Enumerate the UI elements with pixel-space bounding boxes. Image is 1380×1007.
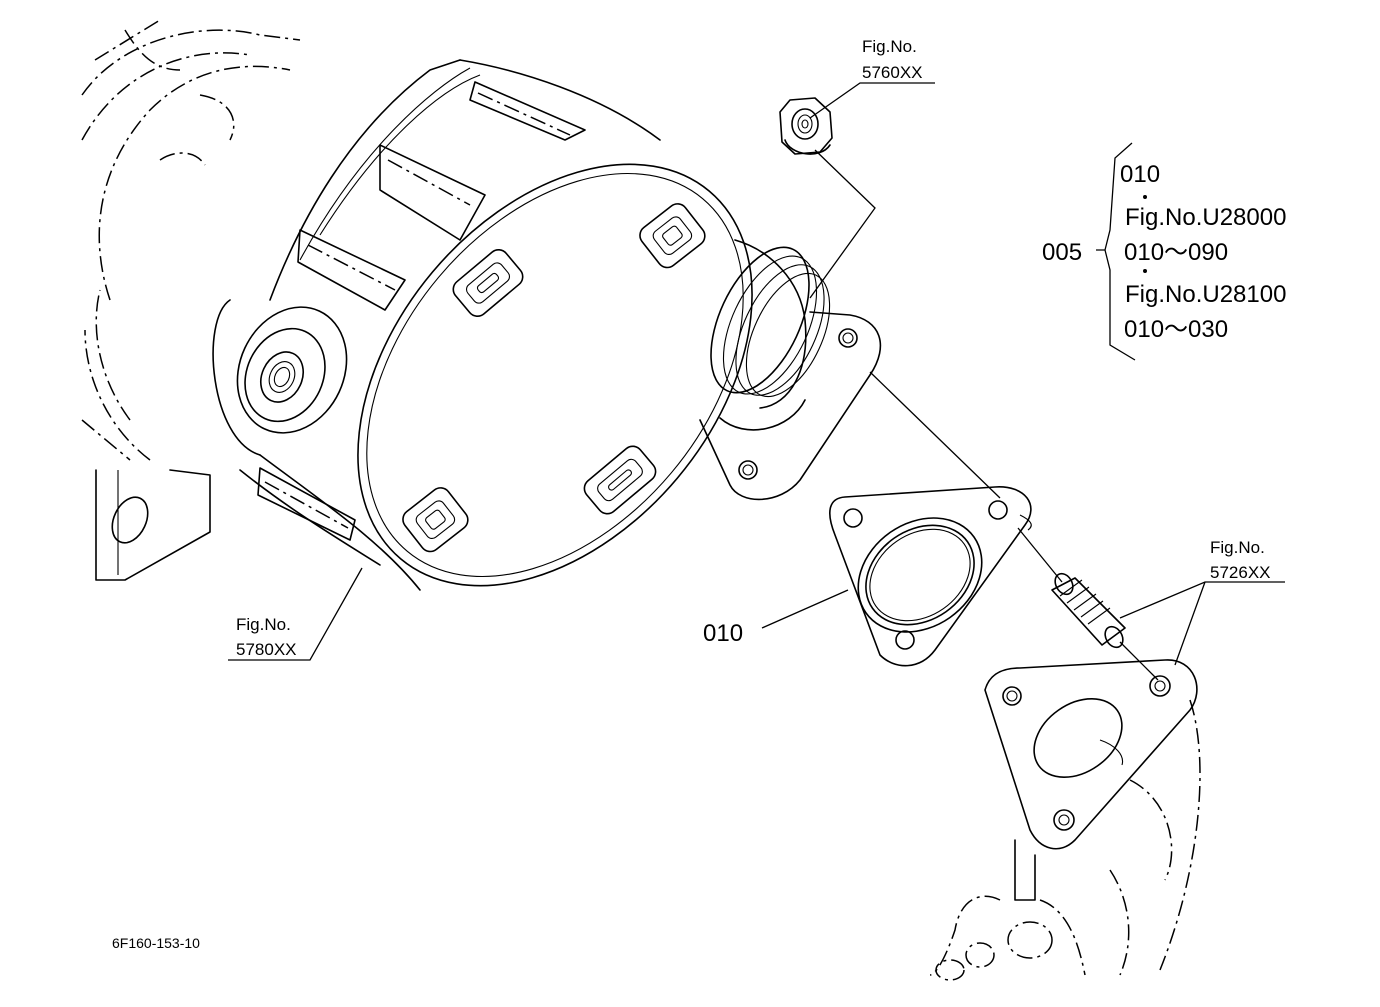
- flange-nut: [779, 97, 833, 155]
- callout-5760xx-line1: Fig.No.: [862, 37, 917, 56]
- drawing-id: 6F160-153-10: [112, 935, 200, 951]
- assembly-line-2: Fig.No.U28000: [1125, 204, 1286, 231]
- callout-5726xx-line1: Fig.No.: [1210, 538, 1265, 557]
- turbo-outlet-flange: [929, 659, 1201, 981]
- assembly-part-number: 005: [1042, 239, 1082, 266]
- callout-5780xx-line2: 5780XX: [236, 640, 297, 659]
- gasket-part-number: 010: [703, 620, 743, 647]
- gasket: [829, 486, 1032, 667]
- dpf-canister: [212, 59, 882, 591]
- callout-5760xx-line2: 5760XX: [862, 63, 923, 82]
- stud-bolt: [1051, 572, 1126, 649]
- assembly-bracket: 005 010 Fig.No.U28000 010～090 Fig.No.U28…: [1042, 142, 1286, 361]
- assembly-line-3: 010～090: [1124, 239, 1228, 266]
- assembly-line-1: 010: [1120, 161, 1160, 188]
- assembly-line-4: Fig.No.U28100: [1125, 281, 1286, 308]
- callout-5760xx: Fig.No. 5760XX: [809, 37, 935, 119]
- dpf-housing-outline: [81, 19, 301, 581]
- callout-5726xx: Fig.No. 5726XX: [1119, 538, 1285, 666]
- callout-5726xx-line2: 5726XX: [1210, 563, 1271, 582]
- callout-gasket-010: 010: [703, 589, 849, 647]
- callout-5780xx: Fig.No. 5780XX: [228, 567, 363, 661]
- assembly-centerline: [809, 149, 1159, 681]
- assembly-line-5: 010～030: [1124, 316, 1228, 343]
- callout-5780xx-line1: Fig.No.: [236, 615, 291, 634]
